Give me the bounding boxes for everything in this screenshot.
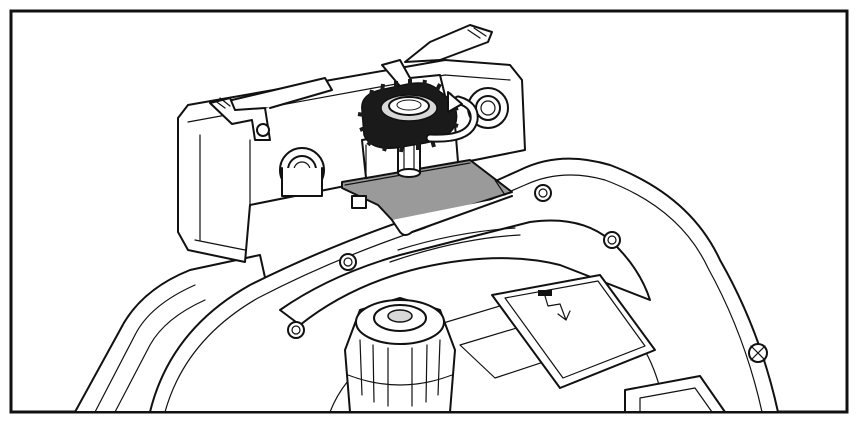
rotate-arrow-icon — [425, 91, 479, 143]
screw-icon — [748, 343, 768, 363]
screw-hole — [287, 321, 305, 339]
knob-icon — [357, 79, 459, 153]
screw-hole — [603, 231, 621, 249]
port-left — [279, 147, 325, 197]
bracket-tab — [351, 195, 367, 209]
hatch-cover — [491, 274, 656, 389]
main-body — [149, 157, 779, 413]
clamp-bracket — [341, 159, 513, 236]
cable-connector — [344, 297, 456, 413]
screw-hole — [534, 184, 552, 202]
lower-box — [624, 375, 726, 413]
arrow-down-icon — [538, 290, 571, 321]
screw-hole — [339, 253, 357, 271]
latch-left — [209, 77, 333, 141]
